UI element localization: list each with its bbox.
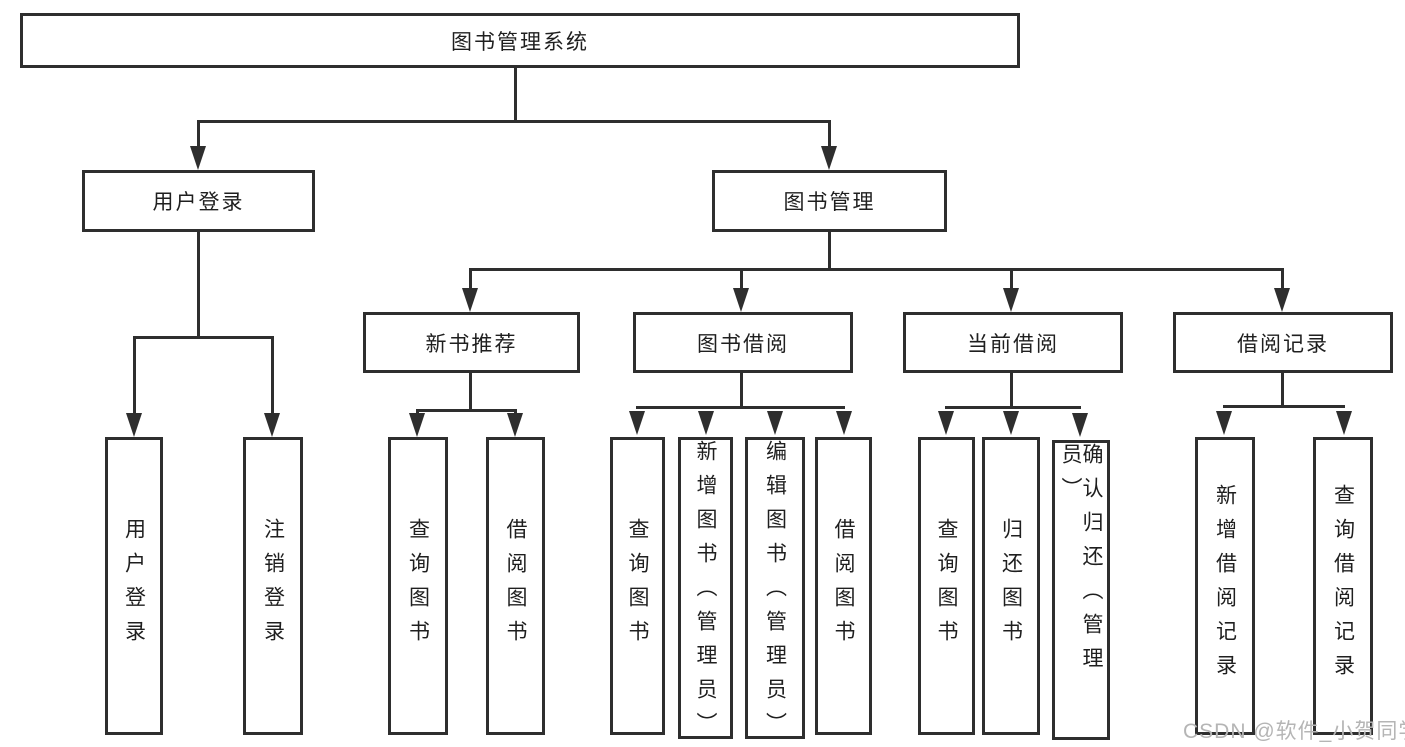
node-library-management-system: 图书管理系统 <box>20 13 1020 68</box>
connector-stem <box>828 232 831 268</box>
connector-stem <box>1281 373 1284 405</box>
node-current-borrowing: 当前借阅 <box>903 312 1123 373</box>
node-label: 当前借阅 <box>967 332 1059 356</box>
leaf-query-books-recommend: 查询图书 <box>388 437 448 735</box>
node-label: 图书管理 <box>783 191 876 214</box>
arrowhead-down-icon <box>733 288 749 312</box>
connector-root-rail <box>197 120 831 123</box>
leaf-add-books-admin: 新增图书（管理员） <box>678 437 733 746</box>
leaf-add-borrow-record: 新增借阅记录 <box>1195 437 1255 735</box>
node-user-login: 用户登录 <box>82 170 315 232</box>
connector-rail <box>416 409 517 412</box>
node-label: 新书推荐 <box>425 332 518 356</box>
node-new-book-recommendation: 新书推荐 <box>363 312 580 373</box>
node-label: 用户登录 <box>152 191 245 214</box>
node-borrowing-records: 借阅记录 <box>1173 312 1393 373</box>
arrowhead-down-icon <box>507 413 523 437</box>
leaf-edit-books-admin: 编辑图书（管理员） <box>745 437 805 746</box>
leaf-label: 用户登录 <box>122 518 146 654</box>
connector-drop <box>740 268 743 292</box>
connector-drop <box>469 268 472 292</box>
connector-drop <box>828 120 831 150</box>
connector-root-stem <box>514 68 517 120</box>
leaf-logout: 注销登录 <box>243 437 303 735</box>
connector-drop <box>133 336 136 416</box>
leaf-query-books-current: 查询图书 <box>918 437 975 735</box>
leaf-label: 确认归还（管理员） <box>1059 443 1103 681</box>
arrowhead-down-icon <box>409 413 425 437</box>
arrowhead-down-icon <box>1072 413 1088 437</box>
leaf-label: 查询图书 <box>626 518 649 654</box>
arrowhead-down-icon <box>462 288 478 312</box>
node-label: 图书借阅 <box>697 332 789 356</box>
leaf-borrow-books-recommend: 借阅图书 <box>486 437 545 735</box>
node-book-management: 图书管理 <box>712 170 947 232</box>
node-label: 图书管理系统 <box>451 30 589 54</box>
leaf-label: 编辑图书（管理员） <box>763 440 787 746</box>
node-label: 借阅记录 <box>1237 332 1329 356</box>
leaf-query-borrow-record: 查询借阅记录 <box>1313 437 1373 735</box>
arrowhead-down-icon <box>1003 411 1019 435</box>
arrowhead-down-icon <box>1336 411 1352 435</box>
arrowhead-down-icon <box>938 411 954 435</box>
leaf-borrow-books: 借阅图书 <box>815 437 872 735</box>
arrowhead-down-icon <box>629 411 645 435</box>
connector-rail <box>636 406 845 409</box>
leaf-label: 借阅图书 <box>504 518 527 654</box>
csdn-watermark: CSDN @软件_小贺同学 <box>1183 720 1405 743</box>
arrowhead-down-icon <box>698 411 714 435</box>
leaf-label: 归还图书 <box>999 518 1023 654</box>
leaf-return-books: 归还图书 <box>982 437 1040 735</box>
connector-drop <box>1281 268 1284 292</box>
connector-stem <box>469 373 472 409</box>
leaf-confirm-return-admin: 确认归还（管理员） <box>1052 440 1110 740</box>
leaf-label: 查询借阅记录 <box>1331 484 1355 688</box>
arrowhead-down-icon <box>767 411 783 435</box>
arrowhead-down-icon <box>1003 288 1019 312</box>
connector-rail <box>1223 405 1345 408</box>
leaf-label: 新增借阅记录 <box>1213 484 1237 688</box>
arrowhead-down-icon <box>190 146 206 170</box>
leaf-label: 新增图书（管理员） <box>694 440 717 746</box>
connector-stem <box>740 373 743 406</box>
connector-drop <box>197 120 200 150</box>
leaf-label: 借阅图书 <box>832 518 855 654</box>
connector-stem <box>197 232 200 336</box>
leaf-user-login: 用户登录 <box>105 437 163 735</box>
arrowhead-down-icon <box>1216 411 1232 435</box>
leaf-label: 查询图书 <box>935 518 958 654</box>
arrowhead-down-icon <box>1274 288 1290 312</box>
connector-stem <box>1010 373 1013 406</box>
connector-drop <box>271 336 274 416</box>
arrowhead-down-icon <box>264 413 280 437</box>
arrowhead-down-icon <box>126 413 142 437</box>
leaf-label: 查询图书 <box>406 518 430 654</box>
arrowhead-down-icon <box>836 411 852 435</box>
connector-rail <box>469 268 1284 271</box>
node-book-borrowing: 图书借阅 <box>633 312 853 373</box>
connector-rail <box>945 406 1081 409</box>
connector-rail <box>133 336 274 339</box>
arrowhead-down-icon <box>821 146 837 170</box>
connector-drop <box>1010 268 1013 292</box>
leaf-label: 注销登录 <box>261 518 285 654</box>
leaf-query-books-borrowing: 查询图书 <box>610 437 665 735</box>
